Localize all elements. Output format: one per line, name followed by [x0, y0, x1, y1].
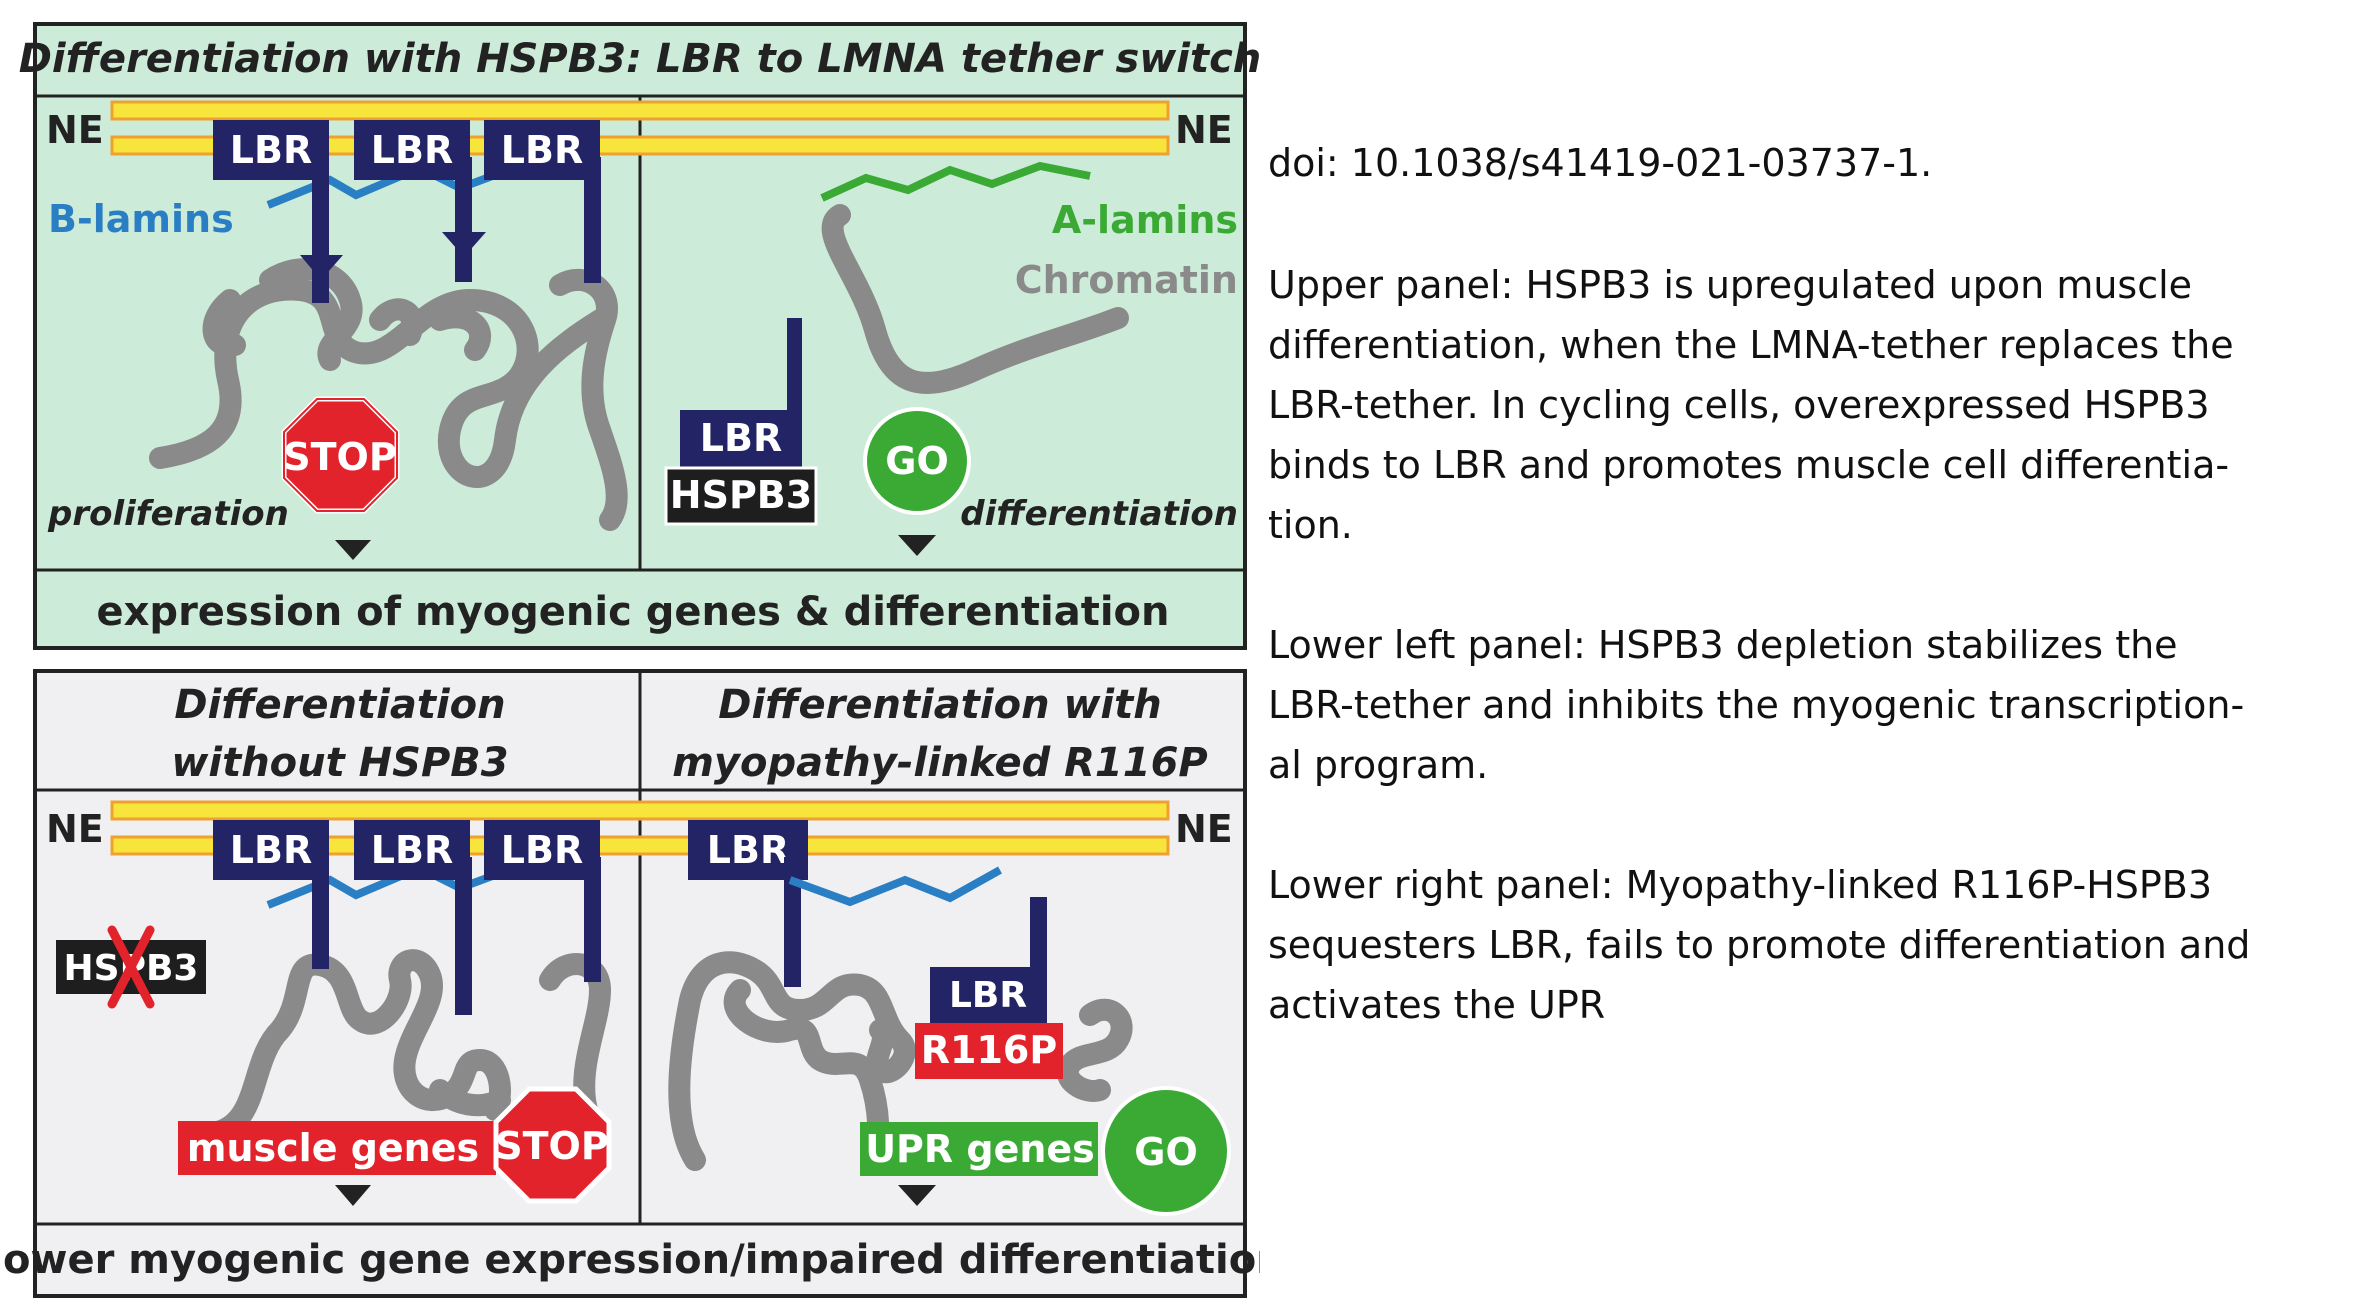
lower-left-header-line2: without HSPB3: [171, 740, 508, 786]
caption-line: differentiation, when the LMNA-tether re…: [1268, 323, 2234, 367]
svg-text:LBR: LBR: [371, 128, 453, 172]
svg-text:LBR: LBR: [230, 828, 312, 872]
svg-text:STOP: STOP: [283, 435, 396, 479]
svg-text:R116P: R116P: [921, 1028, 1057, 1072]
upper-panel-caption: Upper panel: HSPB3 is upregulated upon m…: [1268, 255, 2348, 555]
lbr-box-lower-2: LBR: [354, 820, 470, 880]
upper-panel-title: Differentiation with HSPB3: LBR to LMNA …: [19, 36, 1260, 82]
proliferation-caption: proliferation: [47, 494, 289, 534]
lbr-tether-stalk: [787, 318, 802, 410]
arrow-down-icon: [898, 1185, 936, 1206]
arrow-down-icon: [335, 1185, 371, 1206]
b-lamins-label: B-lamins: [48, 197, 234, 241]
chromatin-lower-right: [668, 951, 1133, 1171]
muscle-genes-label: muscle genes: [178, 1121, 496, 1175]
svg-text:LBR: LBR: [700, 416, 782, 460]
caption-line: LBR-tether. In cycling cells, overexpres…: [1268, 383, 2210, 427]
svg-text:STOP: STOP: [495, 1124, 608, 1168]
svg-text:GO: GO: [1134, 1130, 1198, 1174]
svg-text:LBR: LBR: [949, 975, 1027, 1016]
caption-line: Upper panel: HSPB3 is upregulated upon m…: [1268, 263, 2193, 307]
lbr-tethers-upper-left: [300, 157, 601, 303]
differentiation-caption: differentiation: [960, 494, 1238, 534]
lbr-box-lower-3: LBR: [484, 820, 600, 880]
doi-text: doi: 10.1038/s41419-021-03737-1.: [1268, 141, 1933, 185]
arrow-down-icon: [898, 535, 936, 556]
upr-genes-label: UPR genes: [860, 1122, 1098, 1176]
lbr-tethers-lower-left: [312, 857, 601, 1015]
svg-text:LBR: LBR: [501, 128, 583, 172]
chromatin-upper-left: [149, 258, 628, 531]
svg-text:LBR: LBR: [230, 128, 312, 172]
chromatin-label: Chromatin: [1015, 258, 1238, 302]
svg-text:LBR: LBR: [371, 828, 453, 872]
svg-text:muscle genes: muscle genes: [187, 1126, 479, 1170]
lbr-box-hspb3-bound: LBR: [680, 410, 802, 468]
stop-sign-lower: STOP: [493, 1086, 612, 1204]
caption-line: LBR-tether and inhibits the myogenic tra…: [1268, 683, 2245, 727]
upper-panel: Differentiation with HSPB3: LBR to LMNA …: [19, 22, 1260, 650]
a-lamins-label: A-lamins: [1052, 198, 1238, 242]
ne-label-lower-right: NE: [1175, 807, 1233, 851]
lower-left-panel-caption: Lower left panel: HSPB3 depletion stabil…: [1268, 615, 2348, 795]
lower-left-header-line1: Differentiation: [174, 682, 505, 728]
svg-text:LBR: LBR: [707, 828, 789, 872]
r116p-box: R116P: [915, 1023, 1063, 1079]
caption-line: sequesters LBR, fails to promote differe…: [1268, 923, 2251, 967]
caption-line: al program.: [1268, 743, 1489, 787]
chromatin-upper-right: [821, 204, 1129, 394]
svg-text:UPR genes: UPR genes: [865, 1127, 1095, 1171]
a-lamins-filament: [820, 161, 1091, 202]
lbr-box-r116p-bound: LBR: [930, 967, 1047, 1023]
svg-text:LBR: LBR: [501, 828, 583, 872]
stop-sign-upper: STOP: [281, 396, 400, 514]
lbr-box-1: LBR: [213, 120, 329, 180]
hspb3-box: HSPB3: [664, 466, 818, 526]
svg-text:GO: GO: [885, 439, 949, 483]
go-circle-upper: GO: [863, 407, 971, 515]
diagram-figure: Differentiation with HSPB3: LBR to LMNA …: [0, 22, 1260, 1298]
ne-label-upper-right: NE: [1175, 108, 1233, 152]
cross-icon: [107, 925, 155, 1009]
caption-line: binds to LBR and promotes muscle cell di…: [1268, 443, 2230, 487]
lbr-box-lower-1: LBR: [213, 820, 329, 880]
svg-text:HSPB3: HSPB3: [670, 473, 812, 517]
ne-label-lower-left: NE: [46, 807, 104, 851]
lower-footer: lower myogenic gene expression/impaired …: [0, 1237, 1260, 1283]
lbr-box-3: LBR: [484, 120, 600, 180]
b-lamins-filament-lower-right: [788, 866, 1002, 907]
lbr-box-2: LBR: [354, 120, 470, 180]
ne-label-upper-left: NE: [46, 108, 104, 152]
caption-line: Lower left panel: HSPB3 depletion stabil…: [1268, 623, 2178, 667]
lbr-tether-lower-right: [784, 857, 801, 987]
lower-right-header-line2: myopathy-linked R116P: [672, 740, 1208, 786]
caption-line: Lower right panel: Myopathy-linked R116P…: [1268, 863, 2213, 907]
caption-line: activates the UPR: [1268, 983, 1606, 1027]
go-circle-lower: GO: [1101, 1086, 1231, 1216]
upper-footer: expression of myogenic genes & different…: [97, 589, 1170, 635]
lower-right-header-line1: Differentiation with: [718, 682, 1161, 728]
lower-panel: Differentiation without HSPB3 Differenti…: [0, 669, 1260, 1298]
lower-right-panel-caption: Lower right panel: Myopathy-linked R116P…: [1268, 855, 2348, 1035]
caption-line: tion.: [1268, 503, 1353, 547]
hspb3-crossed-out: HSPB3: [56, 925, 206, 1009]
arrow-down-icon: [335, 540, 371, 560]
